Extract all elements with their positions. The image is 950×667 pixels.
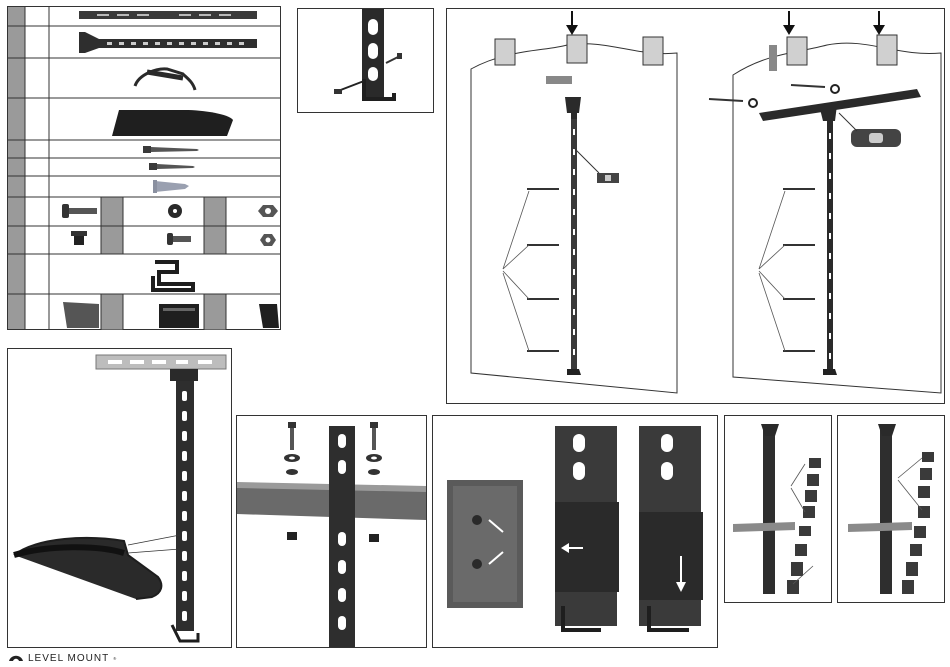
top-mounting-bar-icon <box>79 11 257 19</box>
bolt-icon <box>62 204 97 218</box>
wall-anchor-icon <box>153 180 189 193</box>
step-attach-cable-cover <box>432 415 718 648</box>
step-mount-bar-to-wall <box>709 11 941 393</box>
step-stack-covers-right <box>837 415 945 603</box>
column-with-cover-left <box>555 426 619 630</box>
short-wood-screw-icon <box>149 163 195 170</box>
vertical-column <box>878 424 896 594</box>
short-bolt-icon <box>167 233 191 245</box>
brand-name: LEVEL MOUNT <box>28 653 109 664</box>
brand-trademark: ® <box>113 656 117 661</box>
level-mount-logo-icon <box>8 652 24 665</box>
step-attach-shelf-arm <box>7 348 232 648</box>
long-wood-screw-icon <box>143 146 199 153</box>
cable-cover-inside <box>447 480 523 608</box>
glass-shelf-icon <box>112 110 233 136</box>
shelf-support-arm-icon <box>135 69 195 90</box>
parts-table-grid <box>7 6 281 330</box>
hex-nut-small-icon <box>260 234 276 246</box>
step-mount-column-to-wall <box>471 11 677 393</box>
vertical-mounting-column-icon <box>79 32 257 53</box>
rubber-spacer-icon <box>71 231 87 245</box>
column-with-cover-right <box>639 426 703 630</box>
arrow-down-icon <box>873 11 885 35</box>
cable-cover-medium-icon <box>159 304 199 328</box>
top-mounting-bar <box>96 355 226 369</box>
wall-mounting-steps <box>446 8 945 404</box>
cable-hook-icon <box>153 262 193 290</box>
screw-icon <box>386 53 402 63</box>
brand-logo: LEVEL MOUNT ® <box>8 651 117 665</box>
parts-table <box>7 6 281 330</box>
hex-nut-icon <box>258 205 278 217</box>
wall-anchor-icon <box>769 45 777 71</box>
step-attach-hook <box>297 8 434 113</box>
vertical-column <box>329 426 355 647</box>
vertical-column <box>761 424 779 594</box>
screwdriver-icon <box>334 81 364 94</box>
glass-shelf <box>733 522 795 532</box>
shelf-support-arm <box>14 538 161 599</box>
wall-anchor-icon <box>546 76 572 84</box>
cable-cover-small-icon <box>259 304 279 328</box>
vertical-column <box>170 369 198 641</box>
arrow-down-icon <box>566 11 578 35</box>
cable-cover-large-icon <box>63 302 99 328</box>
arrow-down-icon <box>783 11 795 35</box>
glass-shelf <box>848 522 912 532</box>
step-stack-covers-left <box>724 415 832 603</box>
washer-icon <box>168 204 182 218</box>
step-attach-shelf <box>236 415 427 648</box>
